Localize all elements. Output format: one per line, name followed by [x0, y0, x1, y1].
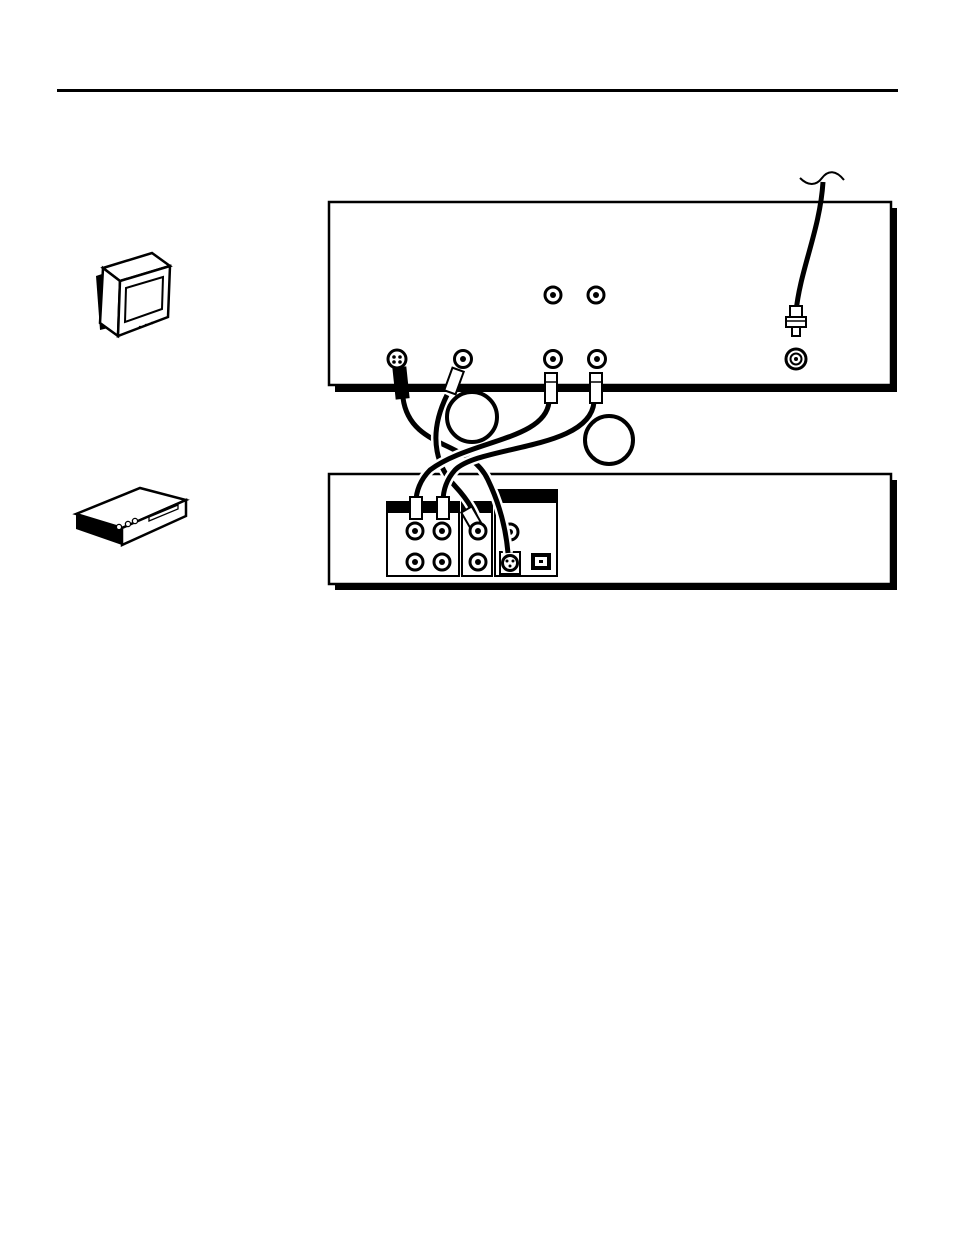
tv-back-panel: [329, 202, 897, 392]
callout-circle-2: [585, 416, 633, 464]
tv-audio-input-jack-left: [545, 351, 562, 368]
tv-s-video-input-jack: [388, 350, 406, 368]
player-audio-jack-lower-right: [434, 554, 450, 570]
player-audio-jack-upper-right: [434, 523, 450, 539]
tv-audio-output-jack-left: [545, 287, 561, 303]
player-audio-jack-lower-left: [407, 554, 423, 570]
dvd-player-icon: [76, 488, 186, 545]
tv-video-input-jack: [455, 351, 472, 368]
television-icon: [96, 253, 170, 336]
player-optical-digital-jack: [531, 553, 551, 570]
player-video-output-jack: [470, 523, 486, 539]
tv-audio-output-jack-right: [588, 287, 604, 303]
tv-audio-input-jack-right: [589, 351, 606, 368]
player-s-video-output-jack: [500, 552, 520, 574]
tv-antenna-input-jack: [786, 349, 806, 369]
player-audio-jack-upper-left: [407, 523, 423, 539]
callout-circle-1: [447, 392, 497, 442]
player-component-jack-lower: [470, 554, 486, 570]
